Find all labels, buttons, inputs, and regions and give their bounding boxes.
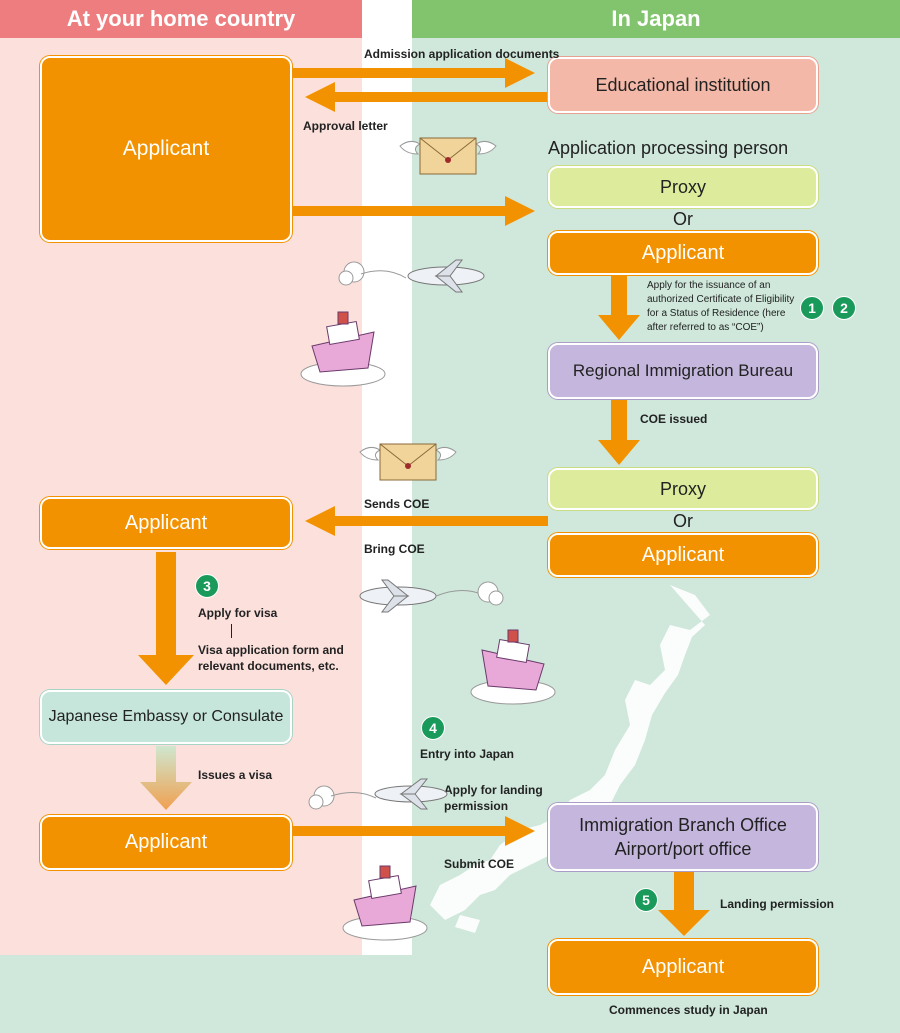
educational-institution-box: Educational institution [548, 57, 818, 113]
label-coe-issued: COE issued [640, 412, 708, 426]
applicant-left-label-3: Applicant [124, 831, 208, 853]
label-apply-landing-1: Apply for landing [444, 783, 543, 797]
arrow-apply-visa [138, 552, 194, 685]
arrow-landing-permission [658, 872, 710, 936]
ship-icon [300, 311, 386, 387]
ship-icon [470, 629, 556, 705]
step-2-badge: 2 [832, 296, 856, 320]
label-submit-coe: Submit COE [444, 857, 515, 871]
apply-coe-line4: after referred to as “COE”) [647, 322, 764, 333]
applicant-right-label-1: Applicant [641, 241, 725, 264]
header-in-japan: In Japan [412, 0, 900, 38]
processing-title: Application processing person [548, 138, 789, 158]
applicant-right-box-1: Applicant [548, 231, 818, 275]
step-5-badge: 5 [634, 888, 658, 912]
or-label-1: Or [673, 209, 693, 229]
proxy-box-1: Proxy [548, 166, 818, 208]
step-4-badge: 4 [421, 716, 445, 740]
airplane-icon [308, 778, 448, 810]
label-admission-docs: Admission application documents [364, 47, 560, 61]
applicant-final-box: Applicant [548, 939, 818, 995]
envelope-icon [359, 443, 457, 481]
applicant-right-label-2: Applicant [641, 543, 725, 566]
immigration-branch-line1: Immigration Branch Office [579, 815, 787, 835]
apply-coe-line2: authorized Certificate of Eligibility [647, 294, 795, 305]
immigration-branch-line2: Airport/port office [614, 839, 752, 859]
label-issues-visa: Issues a visa [198, 768, 273, 782]
applicant-main-label: Applicant [122, 137, 210, 160]
label-commences: Commences study in Japan [609, 1003, 768, 1017]
arrow-sends-coe [305, 506, 548, 536]
label-approval-letter: Approval letter [303, 119, 388, 133]
airplane-icon [359, 579, 504, 613]
applicant-left-box-2: Applicant [40, 497, 292, 549]
embassy-label: Japanese Embassy or Consulate [48, 708, 284, 725]
regional-bureau-label: Regional Immigration Bureau [572, 361, 794, 380]
immigration-branch-box: Immigration Branch Office Airport/port o… [548, 803, 818, 871]
step-3-badge: 3 [195, 574, 219, 598]
applicant-left-box-3: Applicant [40, 815, 292, 870]
arrow-to-processing [293, 196, 535, 226]
arrow-approval-letter [305, 82, 548, 112]
japan-map-icon [430, 585, 710, 933]
label-sends-coe: Sends COE [364, 497, 430, 511]
arrow-to-immigration [293, 816, 535, 846]
regional-bureau-box: Regional Immigration Bureau [548, 343, 818, 399]
ship-icon [342, 865, 428, 941]
airplane-icon [338, 259, 485, 293]
label-visa-form-1: Visa application form and [198, 643, 344, 657]
arrow-issues-visa [140, 746, 192, 810]
label-visa-form-2: relevant documents, etc. [198, 659, 339, 673]
label-entry-japan: Entry into Japan [420, 747, 515, 761]
apply-coe-line3: for a Status of Residence (here [647, 308, 786, 319]
proxy-box-2: Proxy [548, 468, 818, 510]
arrow-admission-docs [293, 58, 535, 88]
coe-application-text: Apply for the issuance of an authorized … [647, 279, 794, 335]
proxy-label-1: Proxy [659, 176, 706, 197]
or-label-2: Or [673, 511, 693, 531]
arrow-apply-coe [598, 275, 640, 340]
label-landing-permission: Landing permission [720, 897, 835, 911]
label-apply-landing-2: permission [444, 799, 509, 813]
educational-institution-label: Educational institution [595, 74, 771, 95]
visa-divider [231, 624, 232, 638]
applicant-left-label-2: Applicant [124, 511, 208, 534]
step-1-badge: 1 [800, 296, 824, 320]
label-bring-coe: Bring COE [364, 542, 425, 556]
arrow-coe-issued [598, 400, 640, 465]
applicant-main-box: Applicant [40, 56, 292, 242]
proxy-label-2: Proxy [659, 478, 706, 499]
envelope-icon [399, 137, 497, 175]
embassy-box: Japanese Embassy or Consulate [40, 690, 292, 744]
apply-coe-line1: Apply for the issuance of an [647, 280, 771, 291]
applicant-final-label: Applicant [641, 955, 725, 978]
applicant-right-box-2: Applicant [548, 533, 818, 577]
label-apply-visa: Apply for visa [198, 606, 278, 620]
header-home-country: At your home country [0, 0, 362, 38]
